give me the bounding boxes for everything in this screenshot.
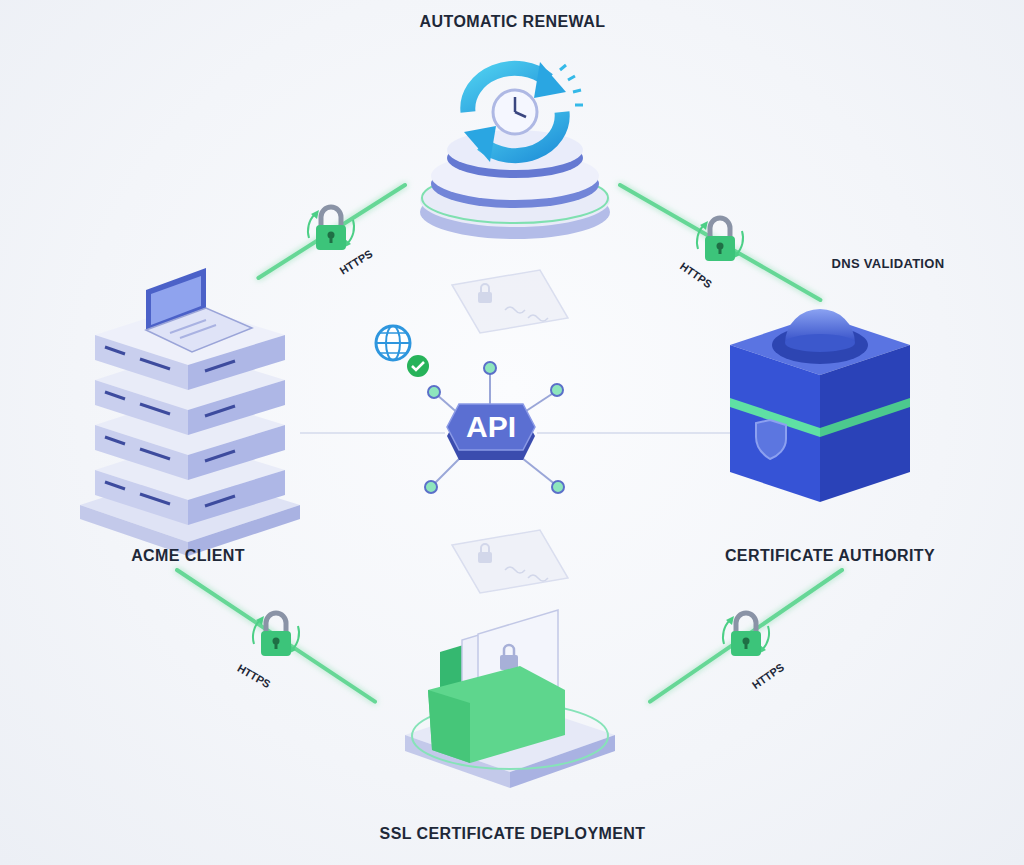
certificate-card: [528, 575, 548, 581]
lock-icon: [308, 207, 354, 250]
node-label: ACME CLIENT: [78, 546, 298, 566]
globe-icon: [412, 362, 424, 370]
renewal-arrows: [464, 126, 496, 162]
network-dots: [552, 481, 564, 493]
network-dots: [522, 458, 556, 485]
component-node: AUTOMATIC RENEWAL: [405, 8, 620, 235]
laptop-icon: [146, 268, 252, 352]
server-stack: [95, 425, 188, 480]
certificate-folder: [428, 666, 565, 763]
component-node: SSL CERTIFICATE DEPLOYMENT: [375, 612, 650, 848]
server-stack: [105, 392, 235, 416]
edge-label: HTTPS: [678, 259, 714, 290]
network-dots: [425, 362, 564, 493]
certificate-card: [505, 567, 525, 573]
server-stack: [105, 347, 235, 371]
certificate-folder: [428, 610, 565, 763]
globe-icon: [376, 326, 410, 360]
globe-icon: [376, 342, 410, 344]
globe-icon: [379, 333, 407, 353]
certificate-card: [452, 530, 568, 593]
server-stack: [95, 470, 188, 525]
edge-label: HTTPS: [750, 661, 786, 692]
server-stack: [95, 380, 188, 435]
renewal-arrows: [560, 65, 583, 105]
component-node: ACME CLIENT: [78, 278, 298, 570]
certificate-card: [452, 270, 568, 333]
authority-cube: [820, 398, 910, 437]
renewal-platform: [420, 130, 610, 239]
connector-line: [620, 185, 820, 300]
component-node: CERTIFICATE AUTHORITY: [710, 300, 950, 570]
globe-icon: [407, 355, 429, 377]
lock-icon: [697, 218, 743, 261]
certificate-card: [478, 552, 492, 563]
lock-icon: [253, 613, 299, 656]
node-label: CERTIFICATE AUTHORITY: [710, 546, 950, 566]
lock-icon: [723, 613, 769, 656]
server-stack: [80, 305, 300, 556]
server-stack: [188, 425, 285, 480]
authority-cube: [785, 334, 855, 352]
certificate-card: [481, 544, 489, 552]
authority-cube: [730, 345, 820, 502]
server-stack: [188, 380, 285, 435]
certificate-card: [452, 270, 568, 333]
network-dots: [484, 362, 496, 374]
api-hexagon: API: [445, 400, 537, 466]
guide-line: [537, 432, 730, 434]
network-dots: [428, 386, 440, 398]
lock-icon: [253, 613, 299, 656]
lock-icon: [697, 218, 743, 261]
lock-icon: [723, 613, 769, 656]
api-label: API: [445, 404, 537, 450]
connector-line: [177, 570, 375, 702]
laptop-icon: [146, 308, 252, 352]
server-stack: [105, 437, 235, 461]
lock-icon: [308, 207, 354, 250]
certificate-card: [452, 530, 568, 593]
renewal-arrows: [493, 90, 537, 134]
network-dots: [425, 481, 437, 493]
renewal-arrows: [464, 62, 583, 162]
node-label: AUTOMATIC RENEWAL: [405, 12, 620, 32]
server-stack: [188, 470, 285, 525]
certificate-card: [481, 284, 489, 292]
renewal-arrows: [514, 97, 517, 112]
network-dots: [489, 370, 491, 405]
authority-cube: [730, 309, 910, 502]
edge-label: HTTPS: [337, 247, 374, 276]
guide-line: [300, 432, 445, 434]
node-label: SSL CERTIFICATE DEPLOYMENT: [375, 824, 650, 844]
connector-line: [650, 570, 842, 702]
certificate-card: [505, 307, 525, 313]
certificate-card: [528, 315, 548, 321]
edge-label: HTTPS: [235, 662, 272, 690]
certificate-card: [478, 292, 492, 303]
authority-cube: [756, 420, 786, 459]
globe-icon: [376, 326, 429, 377]
network-dots: [433, 458, 460, 485]
annotation-label: DNS VALIDATION: [832, 256, 945, 271]
authority-cube: [820, 345, 910, 502]
laptop-icon: [170, 320, 216, 338]
certificate-folder: [428, 690, 470, 763]
network-dots: [551, 384, 563, 396]
connector-line: [258, 185, 405, 278]
server-stack: [105, 482, 235, 506]
certificate-folder: [504, 645, 514, 655]
renewal-arrows: [515, 112, 526, 117]
